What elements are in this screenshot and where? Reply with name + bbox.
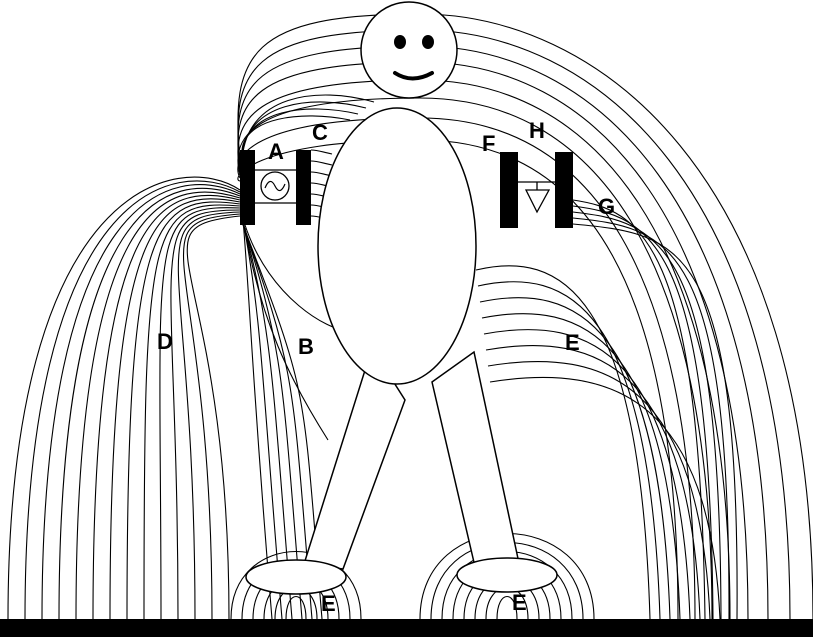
- receiver-outer-electrode: [555, 152, 573, 228]
- right-eye: [422, 35, 434, 49]
- outer-field-line-0: [237, 13, 813, 620]
- right-field-line-52: [572, 217, 730, 620]
- label-b: B: [298, 334, 314, 359]
- left-field-line-17: [159, 207, 241, 620]
- label-e-right: E: [565, 330, 580, 355]
- outer-field-line-3: [237, 61, 749, 620]
- outer-field-line-2: [237, 45, 769, 620]
- outer-field-line-4: [237, 79, 731, 620]
- left-field-line-13: [92, 194, 241, 620]
- right-field-line-45: [483, 329, 691, 620]
- face: [393, 35, 434, 81]
- lower-field-line-22: [242, 219, 273, 620]
- outer-field-line-5: [237, 97, 713, 620]
- right-foot: [456, 557, 558, 593]
- left-field-line-8: [7, 176, 241, 620]
- left-field-line-9: [24, 180, 241, 620]
- label-e-right-foot: E: [512, 590, 527, 615]
- lower-field-line-24: [242, 221, 293, 620]
- receiver: [500, 152, 573, 228]
- right-field-line-42: [477, 281, 661, 620]
- right-field-line-41: [475, 265, 651, 620]
- label-f: F: [482, 131, 495, 156]
- right-leg: [431, 350, 521, 572]
- arc-field-line-38: [241, 94, 375, 163]
- lower-field-line-25: [242, 222, 303, 620]
- right-field-line-50: [572, 205, 714, 620]
- outer-field-line-6: [237, 117, 696, 620]
- label-c: C: [312, 120, 328, 145]
- left-foot: [245, 559, 347, 595]
- labels: A C F H G D B E E E: [157, 118, 615, 616]
- left-field-line-19: [177, 211, 241, 620]
- left-field-line-18: [170, 209, 241, 620]
- outer-field-line-1: [237, 29, 791, 620]
- ac-source-icon: [260, 171, 290, 201]
- ground-plane: [0, 619, 813, 637]
- foot-field-line-59: [230, 550, 362, 620]
- right-field-line-49: [572, 199, 706, 620]
- left-field-line-12: [75, 191, 241, 620]
- left-eye: [394, 35, 406, 49]
- label-g: G: [598, 194, 615, 219]
- label-d: D: [157, 329, 173, 354]
- left-field-line-16: [143, 204, 241, 620]
- head: [360, 1, 458, 99]
- left-field-line-10: [41, 184, 241, 620]
- torso: [317, 107, 477, 385]
- left-field-line-14: [109, 198, 241, 620]
- left-field-line-15: [126, 201, 241, 620]
- left-field-line-11: [58, 187, 241, 620]
- right-field-line-51: [572, 211, 722, 620]
- label-e-left-foot: E: [321, 591, 336, 616]
- right-field-line-43: [479, 297, 671, 620]
- lower-field-line-23: [242, 220, 283, 620]
- lower-field-line-26: [242, 223, 313, 620]
- receiver-inner-electrode: [500, 152, 518, 228]
- smile: [393, 71, 434, 81]
- receiver-diode-icon: [524, 182, 551, 214]
- left-field-line-20: [182, 213, 241, 620]
- right-field-line-53: [572, 223, 738, 620]
- short-field-line-29: [310, 160, 333, 166]
- transmitter-outer-electrode: [240, 150, 255, 225]
- field-lines: [7, 13, 813, 620]
- right-field-line-46: [485, 344, 701, 620]
- foot-field-line-54: [285, 596, 307, 620]
- short-field-line-28: [310, 149, 333, 155]
- right-field-line-44: [481, 313, 681, 620]
- right-field-line-47: [487, 360, 711, 620]
- label-h: H: [529, 118, 545, 143]
- left-field-line-21: [186, 215, 241, 620]
- human-figure: [245, 1, 558, 595]
- transmitter-inner-electrode: [296, 150, 311, 225]
- arc-field-line-40: [244, 227, 329, 441]
- foot-field-line-60: [496, 596, 518, 620]
- label-a: A: [268, 139, 284, 164]
- transmitter: [240, 150, 311, 225]
